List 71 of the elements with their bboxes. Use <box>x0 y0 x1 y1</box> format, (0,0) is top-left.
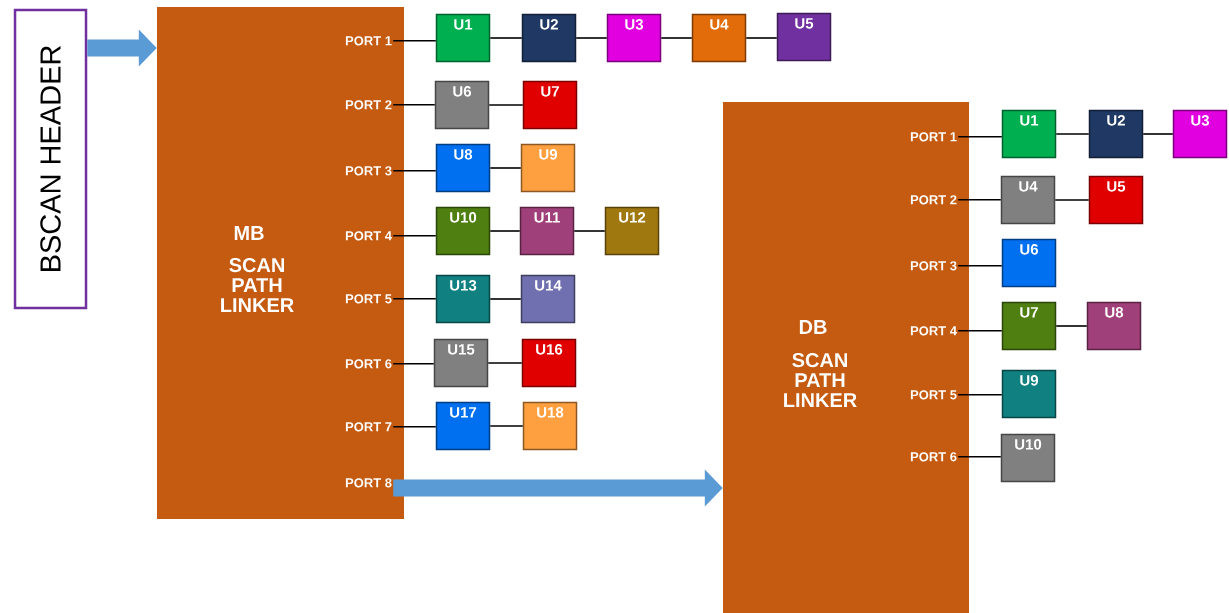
device-box: U17 <box>435 401 491 451</box>
connector-line <box>573 230 606 232</box>
connector-line <box>1054 199 1090 201</box>
port-label: PORT 2 <box>910 195 957 205</box>
connector-line <box>392 426 437 428</box>
device-box: U18 <box>522 401 578 451</box>
device-box: U10 <box>435 206 491 256</box>
connector-line <box>489 425 524 427</box>
device-box: U9 <box>1001 369 1057 419</box>
connector-line <box>1055 133 1090 135</box>
port-label: PORT 1 <box>910 132 957 142</box>
connector-line <box>489 37 523 39</box>
connector-line <box>392 235 437 237</box>
connector-line <box>957 456 1002 458</box>
device-box: U5 <box>776 12 832 62</box>
device-box: U1 <box>435 13 491 63</box>
port-label: PORT 3 <box>345 166 392 176</box>
port-label: PORT 6 <box>910 452 957 462</box>
device-box: U13 <box>435 274 491 324</box>
device-box: U4 <box>691 13 747 63</box>
connector-line <box>392 104 436 106</box>
connector-line <box>957 265 1003 267</box>
device-box: U5 <box>1088 175 1144 225</box>
port-label: PORT 8 <box>345 478 392 488</box>
device-box: U7 <box>1001 301 1057 351</box>
connector-line <box>489 298 522 300</box>
port-label: PORT 5 <box>345 294 392 304</box>
port-label: PORT 5 <box>910 390 957 400</box>
port-label: PORT 7 <box>345 422 392 432</box>
connector-line <box>489 230 521 232</box>
connector-line <box>1142 133 1174 135</box>
connector-line <box>957 330 1003 332</box>
device-box: U11 <box>519 206 575 256</box>
port-label: PORT 4 <box>910 326 957 336</box>
device-box: U2 <box>1088 109 1144 159</box>
device-box: U1 <box>1001 109 1057 159</box>
device-box: U8 <box>1086 301 1142 351</box>
connector-line <box>392 298 437 300</box>
connector-line <box>487 362 523 364</box>
port-label: PORT 4 <box>345 231 392 241</box>
device-box: U2 <box>521 13 577 63</box>
connector-line <box>392 170 437 172</box>
device-box: U12 <box>604 206 660 256</box>
port-label: PORT 3 <box>910 261 957 271</box>
port-label: PORT 2 <box>345 100 392 110</box>
connector-line <box>660 37 693 39</box>
connector-line <box>957 394 1003 396</box>
device-box: U7 <box>522 80 578 130</box>
connector-line <box>489 167 522 169</box>
device-box: U4 <box>1000 175 1056 225</box>
connector-line <box>392 40 437 42</box>
device-box: U3 <box>606 13 662 63</box>
connector-line <box>392 363 435 365</box>
connector-line <box>957 199 1002 201</box>
connector-line <box>745 37 778 39</box>
connector-line <box>957 136 1003 138</box>
device-box: U10 <box>1000 433 1056 483</box>
device-box: U3 <box>1172 109 1228 159</box>
port-label: PORT 6 <box>345 359 392 369</box>
device-box: U15 <box>433 338 489 388</box>
header-box: BSCAN HEADER <box>13 8 88 310</box>
device-box: U8 <box>435 143 491 193</box>
device-box: U16 <box>521 338 577 388</box>
port-label: PORT 1 <box>345 36 392 46</box>
device-box: U6 <box>1001 238 1057 288</box>
connector-line <box>488 104 524 106</box>
device-box: U14 <box>520 274 576 324</box>
device-box: U9 <box>520 143 576 193</box>
connector-line <box>575 37 608 39</box>
device-box: U6 <box>434 80 490 130</box>
connector-line <box>1055 325 1088 327</box>
